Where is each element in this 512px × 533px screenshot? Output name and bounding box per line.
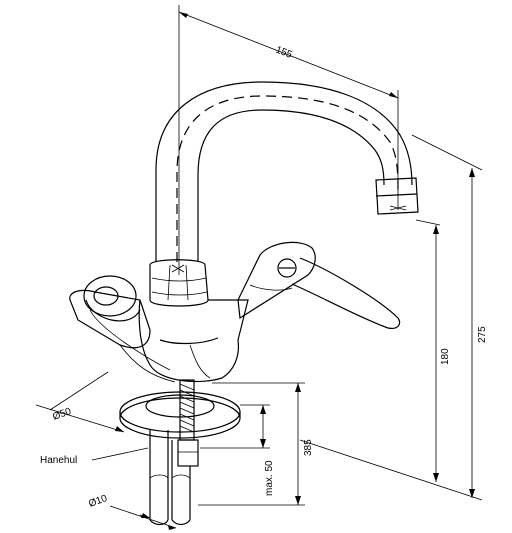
dim-155: 155 [178,5,399,275]
dim-180-label: 180 [440,348,451,365]
left-knob [69,275,176,383]
threaded-rod [177,379,199,467]
lever-handle [237,241,401,329]
dim-dia10-label: Ø10 [87,493,109,510]
dim-275: 275 [299,134,488,501]
dim-max50: max. 50 [200,404,275,496]
dim-275-label: 275 [477,326,488,343]
spout [155,81,419,262]
dim-155-label: 155 [274,45,294,61]
faucet-body [138,259,249,383]
dim-max50-label: max. 50 [264,460,275,496]
dim-385: 385 [198,382,314,506]
dim-dia50: Ø50 [35,371,125,433]
dim-dia50-label: Ø50 [51,406,73,423]
hanehul-text: Hanehul [40,455,77,466]
supply-pipes [149,430,191,526]
label-hanehul: Hanehul [40,447,149,466]
dim-385-label: 385 [303,439,314,456]
dim-180: 180 [415,219,451,482]
